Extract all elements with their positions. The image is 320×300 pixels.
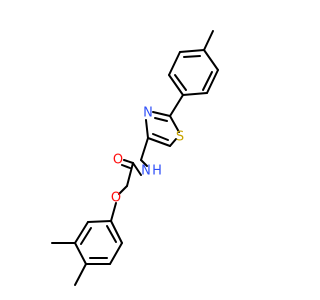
dimethylphenyl-group (51, 220, 123, 286)
bond-tolyl-thiazole (169, 94, 184, 117)
bond-tolyl-3 (182, 92, 208, 96)
bond-tolyl-5 (168, 51, 181, 76)
bond-methyl-tolyl (203, 30, 214, 51)
bond-carbonyl-o-inner (121, 164, 131, 169)
bond-thz-c2-n3-inner (154, 117, 168, 122)
bond-ether-o-aryl (110, 202, 117, 222)
atom-labels: N S N H O O (111, 106, 184, 206)
atom-o-ether: O (111, 191, 121, 206)
bond-thz-c4-c5-inner (152, 133, 169, 141)
bond-tolyl-6 (179, 49, 205, 53)
bond-aryl-3 (74, 242, 87, 265)
bond-tolyl-4-inner (174, 74, 187, 91)
bond-ch2-ether-o (118, 185, 128, 195)
bond-aryl-5 (109, 242, 123, 265)
atom-h-amide: H (152, 164, 162, 179)
bond-aryl-2-inner (80, 227, 92, 245)
tolyl-group (168, 30, 219, 96)
bond-aryl-6 (110, 220, 123, 244)
thiazole-ring (145, 94, 184, 147)
bond-aryl-1 (87, 220, 112, 223)
atom-n-amide: N (141, 164, 151, 179)
bond-aryl-methyl-para (74, 263, 87, 286)
bond-tolyl-2-inner (202, 71, 213, 91)
bond-thz-c2-n3 (152, 111, 171, 117)
bond-tolyl-2 (206, 69, 219, 94)
bond-thz-ch2 (140, 137, 149, 161)
bond-carbonyl-ch2 (126, 162, 134, 187)
atom-n-thiazole: N (143, 106, 153, 121)
amide-linker (110, 137, 149, 222)
bond-thz-s1-c2 (169, 115, 180, 133)
bond-thz-n3-c4 (145, 119, 149, 139)
bond-tolyl-4 (168, 74, 184, 96)
bond-thz-c4-c5 (147, 137, 171, 147)
bond-aryl-6-inner (106, 225, 117, 243)
atom-s-thiazole: S (176, 130, 184, 145)
bond-ch2-nh (140, 159, 148, 167)
atom-o-carbonyl: O (113, 153, 123, 168)
bond-carbonyl-o (123, 159, 134, 164)
bond-nh-carbonyl (132, 162, 142, 176)
bond-tolyl-6-inner (183, 55, 201, 58)
bond-tolyl-1 (203, 49, 219, 71)
bond-aryl-2 (74, 221, 89, 244)
molecule-structure: N S N H O O (51, 30, 219, 286)
bond-thz-c5-s1 (169, 138, 177, 147)
